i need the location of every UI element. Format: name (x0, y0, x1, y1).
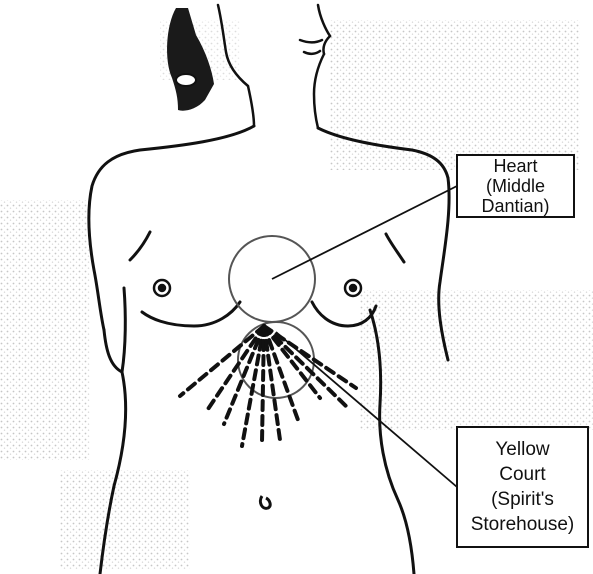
yellow-court-label-box: Yellow Court (Spirit's Storehouse) (456, 426, 589, 548)
heart-label-box: Heart (Middle Dantian) (456, 154, 575, 218)
hair-tie (176, 74, 196, 86)
yellow-court-label: Yellow Court (Spirit's Storehouse) (471, 437, 575, 537)
nipples (154, 280, 361, 296)
heart-label: Heart (Middle Dantian) (481, 156, 549, 216)
radiating-energy-lines (180, 326, 356, 446)
heart-leader-line (272, 186, 457, 279)
navel (260, 496, 270, 508)
